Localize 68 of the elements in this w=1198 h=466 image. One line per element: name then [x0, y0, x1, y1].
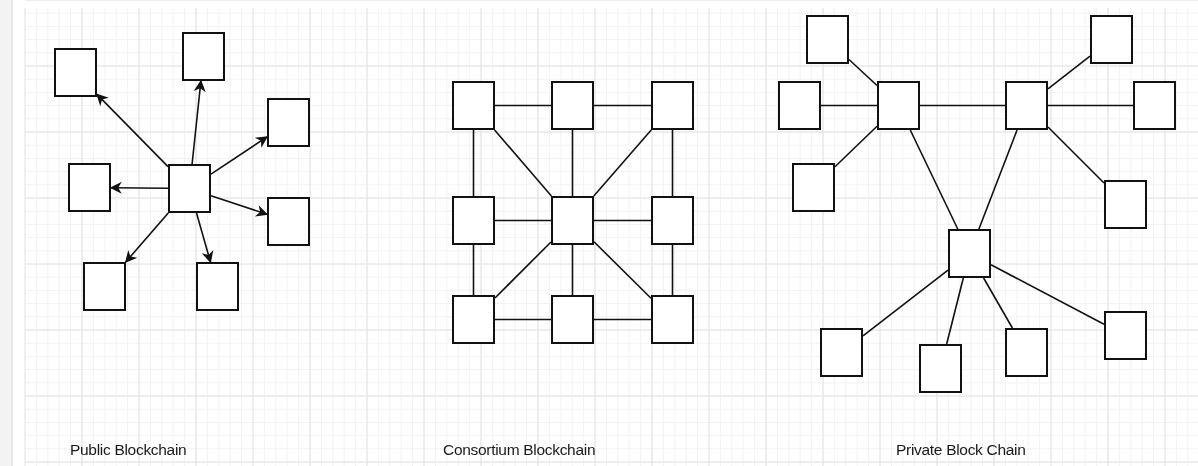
block-box [267, 98, 310, 147]
block-box [778, 81, 821, 130]
connector-line [671, 129, 674, 197]
connector-line [593, 219, 652, 222]
connector-line [671, 244, 674, 296]
connector-line [820, 104, 878, 107]
connector-line [593, 241, 652, 299]
connector-line [571, 129, 574, 197]
connector-line [1047, 55, 1091, 90]
arrow [210, 136, 268, 175]
connector-line [472, 129, 475, 197]
connector-line [848, 58, 878, 87]
block-box [651, 295, 694, 344]
connector-line [919, 104, 1006, 107]
block-box [168, 164, 211, 213]
connector-line [909, 129, 959, 230]
connector-line [593, 129, 652, 197]
diagram-caption: Public Blockchain [70, 441, 187, 459]
block-box [551, 81, 594, 130]
arrow [124, 212, 170, 263]
connector-line [494, 104, 552, 107]
connector-line [472, 244, 475, 296]
connector-line [982, 277, 1014, 329]
arrow [195, 212, 214, 264]
connector-line [494, 318, 552, 321]
connector-line [494, 219, 552, 222]
block-box [948, 229, 991, 278]
block-box [182, 32, 225, 81]
connector-line [862, 269, 949, 337]
block-box [452, 81, 495, 130]
diagram-caption: Consortium Blockchain [443, 441, 596, 459]
block-box [1104, 180, 1147, 229]
block-box [68, 163, 111, 212]
connector-line [571, 244, 574, 296]
arrow [210, 194, 269, 217]
block-box [1133, 81, 1176, 130]
block-box [877, 81, 920, 130]
block-box [1005, 328, 1048, 377]
block-box [83, 262, 126, 311]
connector-line [1047, 104, 1134, 107]
block-box [820, 328, 863, 377]
connector-line [978, 129, 1018, 230]
block-box [452, 196, 495, 245]
block-box [551, 295, 594, 344]
connector-line [945, 277, 965, 345]
block-box [267, 197, 310, 246]
block-box [651, 196, 694, 245]
block-box [651, 81, 694, 130]
connector-line [593, 104, 652, 107]
block-box [196, 262, 239, 311]
block-box [551, 196, 594, 245]
block-box [792, 163, 835, 212]
block-box [806, 15, 849, 64]
connector-line [990, 264, 1105, 325]
block-box [452, 295, 495, 344]
connector-line [834, 125, 878, 168]
block-box [919, 344, 962, 393]
connector-line [593, 318, 652, 321]
diagram-caption: Private Block Chain [896, 441, 1026, 459]
block-box [1005, 81, 1048, 130]
connector-line [493, 129, 553, 197]
block-box [54, 48, 97, 97]
connector-line [494, 241, 552, 299]
arrow [96, 93, 169, 168]
block-box [1104, 311, 1147, 360]
connector-line [1047, 126, 1105, 184]
arrow [191, 79, 206, 165]
block-box [1090, 15, 1133, 64]
